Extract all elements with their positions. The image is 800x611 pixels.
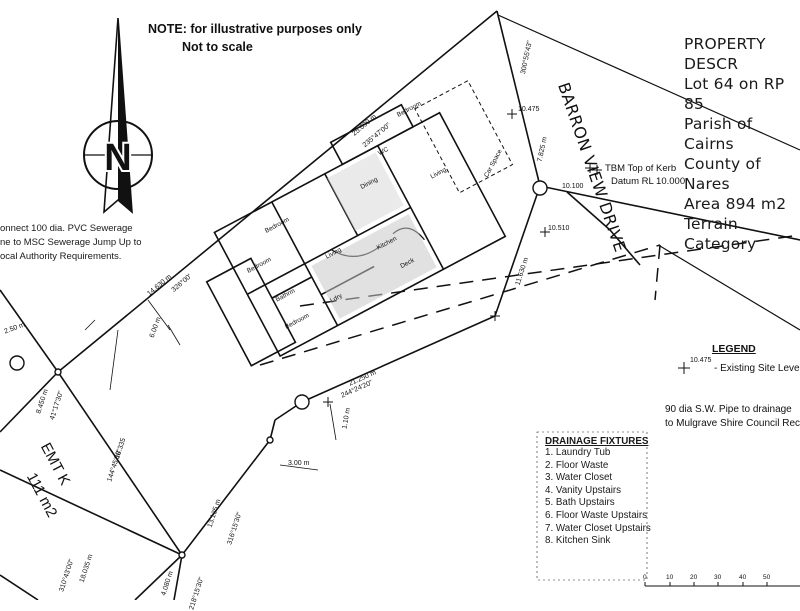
pipe-note-line-1: 90 dia S.W. Pipe to drainage [665,404,792,415]
paved-areas [311,152,437,319]
street-edge-lines [497,14,800,331]
drainage-item: 4. Vanity Upstairs [545,484,622,496]
scale-tick-label: 50 [763,574,771,581]
drainage-fixtures: DRAINAGE FIXTURES 1. Laundry Tub 2. Floo… [545,436,651,548]
legend-title: LEGEND [712,343,756,355]
drainage-item: 7. Water Closet Upstairs [545,522,651,534]
drainage-item: 5. Bath Upstairs [545,497,615,509]
drainage-item: 6. Floor Waste Upstairs [545,509,647,521]
offset-lines [84,299,337,471]
kerb-dashed-lines [259,234,800,366]
property-parish: Parish of Cairns [684,115,753,153]
property-county: County of Nares [684,155,761,193]
scale-tick-label: 20 [690,574,698,581]
scale-tick-label: 0 [643,574,647,581]
scale-tick-label: 40 [739,574,747,581]
property-lot: Lot 64 on RP 85 [684,75,785,113]
sewer-note-line-3: ocal Authority Requirements. [0,251,122,262]
spot-level: 10.475 [518,106,540,113]
note-line-2: Not to scale [182,40,253,54]
scale-tick-label: 10 [666,574,674,581]
level-crosses [323,109,595,407]
property-terrain: Terrain Category [684,215,757,253]
sewer-note-line-1: onnect 100 dia. PVC Sewerage [0,223,133,234]
spot-level: 10.510 [548,225,570,232]
drainage-item: 3. Water Closet [545,472,613,484]
legend-level-label: - Existing Site Level [714,363,800,374]
survey-pegs [9,180,548,559]
spot-level: 10.100 [562,183,584,190]
tbm-line-2: Datum RL 10.000 [611,176,686,187]
drainage-item: 8. Kitchen Sink [545,535,611,547]
lot-boundary [0,10,800,600]
drainage-item: 1. Laundry Tub [545,447,611,458]
sewer-note-line-2: ne to MSC Sewerage Jump Up to [0,237,142,248]
drainage-item: 2. Floor Waste [545,459,609,471]
property-description: PROPERTY DESCR Lot 64 on RP 85 Parish of… [684,34,800,254]
property-area: Area 894 m2 [684,195,787,213]
scale-tick-label: 30 [714,574,722,581]
house-floor-plan [205,80,514,367]
note-line-1: NOTE: for illustrative purposes only [148,22,362,36]
tbm-line-1: TBM Top of Kerb [605,163,677,174]
north-arrow: N [83,17,153,214]
property-title: PROPERTY DESCR [684,35,766,73]
sewer-note: onnect 100 dia. PVC Sewerage ne to MSC S… [0,222,142,264]
pipe-note-line-2: to Mulgrave Shire Council Rec [665,418,800,429]
dimension-label: 3.00 m [288,460,310,467]
scale-bar [644,582,800,587]
drainage-box [536,431,648,581]
legend-level-symbol [678,362,690,374]
north-arrow-label: N [104,137,131,179]
legend-sample-level: 10.475 [690,357,712,364]
drainage-title: DRAINAGE FIXTURES [545,436,649,447]
